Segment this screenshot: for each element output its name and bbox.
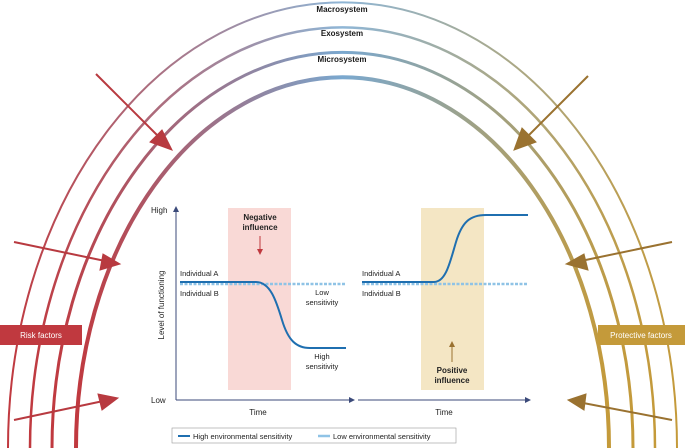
right-high-sensitivity-line: [362, 214, 528, 283]
right-panel: Time Individual A Individual B Positive …: [358, 208, 531, 417]
protective-arrow-bottom: [577, 401, 673, 421]
protective-arrow-top: [523, 75, 589, 141]
low-sensitivity-label-1: Low: [315, 288, 329, 297]
inner-ring: [74, 75, 611, 448]
risk-factor-arrows: [13, 73, 174, 421]
y-low-label: Low: [151, 396, 166, 405]
risk-arrow-middle-head: [99, 253, 122, 271]
positive-influence-label-1: Positive: [437, 366, 468, 375]
left-individual-b: Individual B: [180, 289, 219, 298]
legend-box: [171, 427, 457, 444]
macrosystem-label: Macrosystem: [316, 5, 367, 14]
right-individual-b: Individual B: [362, 289, 401, 298]
right-x-axis-arrowhead: [525, 397, 531, 403]
negative-influence-band: [228, 208, 291, 390]
right-individual-a: Individual A: [362, 269, 400, 278]
microsystem-label: Microsystem: [318, 55, 367, 64]
risk-arrow-top-head: [149, 129, 174, 151]
negative-influence-label-1: Negative: [243, 213, 277, 222]
protective-factors-label: Protective factors: [610, 331, 672, 340]
risk-arrow-top: [95, 73, 163, 141]
exosystem-ring: [28, 26, 657, 448]
risk-arrow-bottom-head: [97, 393, 120, 411]
low-sensitivity-label-2: sensitivity: [306, 298, 339, 307]
negative-influence-arrowhead: [257, 249, 263, 255]
y-high-label: High: [151, 206, 167, 215]
right-x-axis-title: Time: [435, 408, 453, 417]
left-x-axis-arrowhead: [349, 397, 355, 403]
y-axis-title: Level of functioning: [157, 271, 166, 340]
macrosystem-ring: [7, 1, 678, 448]
left-high-sensitivity-line: [180, 281, 346, 349]
microsystem-ring: [50, 50, 635, 448]
protective-factors-box: [598, 325, 685, 345]
positive-influence-arrowhead: [449, 341, 455, 347]
risk-factors-box: [0, 325, 82, 345]
negative-influence-label-2: influence: [242, 223, 278, 232]
positive-influence-band: [421, 208, 484, 390]
left-panel: High Low Level of functioning Time Negat…: [151, 206, 355, 417]
protective-arrow-bottom-head: [566, 393, 587, 411]
protective-arrow-middle-head: [564, 253, 589, 271]
protective-arrow-top-head: [513, 127, 537, 151]
ecological-rings: [7, 1, 678, 448]
left-individual-a: Individual A: [180, 269, 218, 278]
risk-arrow-middle: [13, 241, 111, 263]
high-sensitivity-label-1: High: [314, 352, 329, 361]
legend-high-label: High environmental sensitivity: [193, 432, 292, 441]
exosystem-label: Exosystem: [321, 29, 363, 38]
risk-factors-label: Risk factors: [20, 331, 62, 340]
left-y-axis-arrowhead: [173, 206, 179, 212]
left-x-axis-title: Time: [249, 408, 267, 417]
legend-low-label: Low environmental sensitivity: [333, 432, 431, 441]
protective-arrow-middle: [575, 241, 673, 263]
protective-factor-arrows: [513, 75, 673, 421]
positive-influence-label-2: influence: [434, 376, 470, 385]
legend: High environmental sensitivity Low envir…: [171, 427, 457, 444]
risk-arrow-bottom: [13, 399, 109, 421]
high-sensitivity-label-2: sensitivity: [306, 362, 339, 371]
